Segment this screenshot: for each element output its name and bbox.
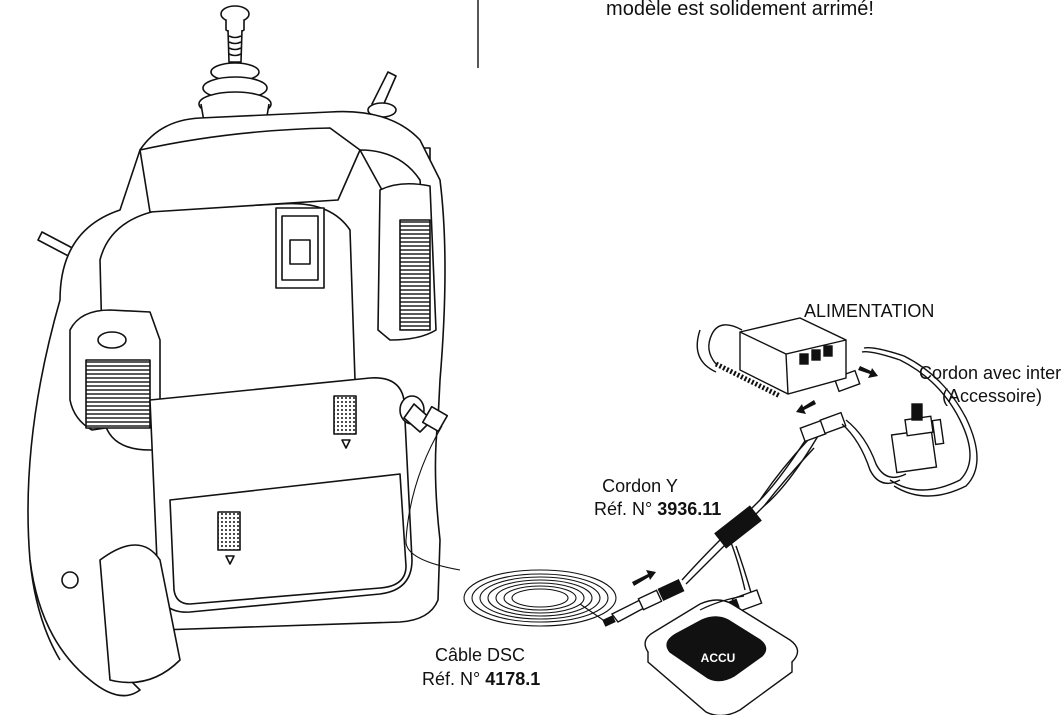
header-line-2: modèle est solidement arrimé! xyxy=(606,0,874,20)
arrow-y-cord xyxy=(796,400,816,414)
dsc-ref-prefix: Réf. N° xyxy=(422,669,481,689)
label-y-cord-ref: Réf. N° 3936.11 xyxy=(594,498,721,520)
y-cord-ref-number: 3936.11 xyxy=(657,499,722,519)
dsc-ref-number: 4178.1 xyxy=(485,669,541,689)
dsc-socket xyxy=(399,395,449,433)
label-alimentation: ALIMENTATION xyxy=(804,301,935,321)
label-dsc-cable: Câble DSC xyxy=(434,645,526,665)
y-cord xyxy=(681,429,819,597)
arrow-dsc xyxy=(632,570,656,586)
label-switch-cord-accessory: (Accessoire) xyxy=(942,386,1043,406)
power-supply xyxy=(696,317,847,399)
label-switch-cord: Cordon avec inter xyxy=(919,363,1062,383)
arrow-power xyxy=(858,366,878,378)
label-accu: ACCU xyxy=(700,651,736,665)
right-toggle-switch xyxy=(367,71,397,118)
dsc-cable-coil xyxy=(405,425,617,627)
label-dsc-ref: Réf. N° 4178.1 xyxy=(422,668,540,690)
label-y-cord: Cordon Y xyxy=(602,476,678,496)
y-cord-ref-prefix: Réf. N° xyxy=(594,499,653,519)
y-cord-connectors xyxy=(720,411,847,614)
accu-battery xyxy=(644,599,799,715)
transmitter-illustration xyxy=(27,5,449,697)
header-text: modèle est solidement arrimé! xyxy=(505,0,975,22)
dsc-plug xyxy=(602,578,685,627)
switch-harness xyxy=(841,346,978,497)
